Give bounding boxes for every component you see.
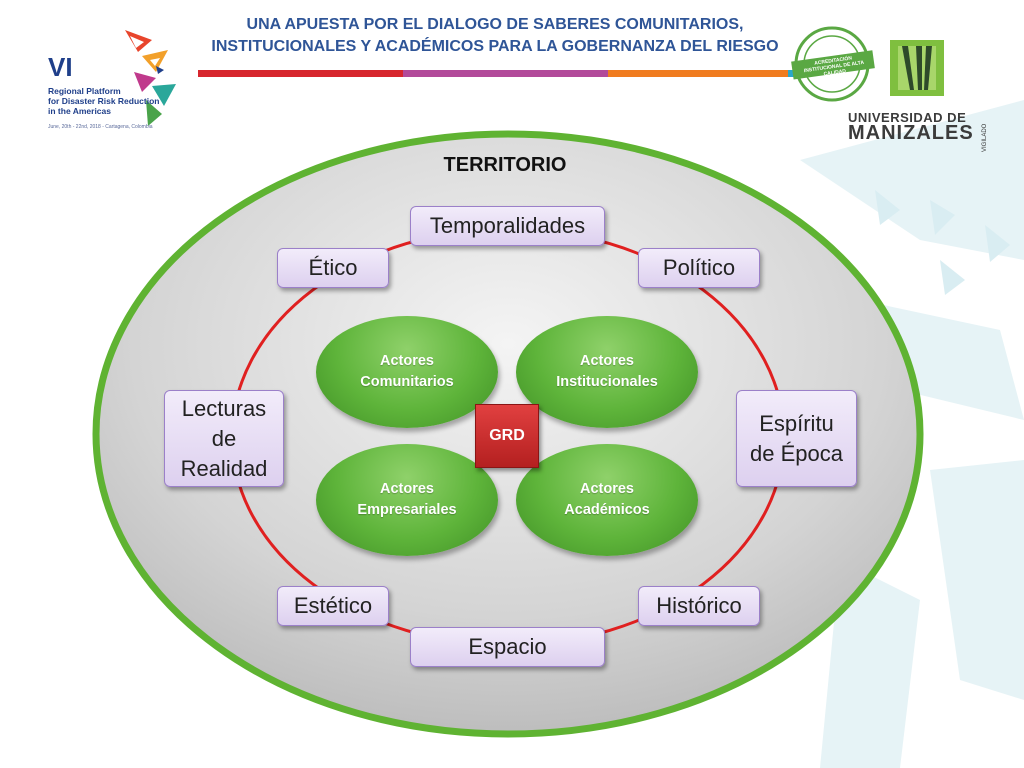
- platform-logo-icon: [125, 30, 176, 126]
- territorio-label: TERRITORIO: [443, 154, 567, 176]
- dimension-espiritu-de-epoca: Espíritu de Época: [736, 390, 857, 487]
- dimension-espiritu-label: Espíritu de Época: [750, 410, 843, 466]
- dimension-historico-label: Histórico: [656, 593, 742, 618]
- actor-empresariales-label: Actores Empresariales: [357, 481, 457, 518]
- actor-comunitarios-label: Actores Comunitarios: [360, 353, 454, 390]
- university-name-line-1: UNIVERSIDAD DE: [848, 110, 967, 125]
- dimension-politico: Político: [638, 248, 760, 288]
- university-emblem-icon: [890, 40, 944, 96]
- color-bar-orange: [608, 70, 788, 77]
- actor-empresariales: Actores Empresariales: [316, 444, 498, 556]
- color-bar-purple: [403, 70, 608, 77]
- platform-name-line-2: for Disaster Risk Reduction: [48, 96, 160, 106]
- platform-name-line-3: in the Americas: [48, 106, 111, 116]
- platform-dates: June, 20th - 22nd, 2018 - Cartagena, Col…: [48, 124, 153, 130]
- universidad-manizales-logo: ACREDITACIÓN INSTITUCIONAL DE ALTA CALID…: [790, 24, 1000, 152]
- actor-institucionales: Actores Institucionales: [516, 316, 698, 428]
- dimension-historico: Histórico: [638, 586, 760, 626]
- actor-comunitarios: Actores Comunitarios: [316, 316, 498, 428]
- dimension-estetico-label: Estético: [293, 593, 373, 618]
- dimension-politico-label: Político: [662, 255, 736, 280]
- dimension-lecturas-label: Lecturas de Realidad: [180, 395, 268, 481]
- grd-center-box: GRD: [475, 404, 539, 468]
- dimension-espacio: Espacio: [410, 627, 605, 667]
- platform-name-line-1: Regional Platform: [48, 86, 121, 96]
- dimension-etico-label: Ético: [308, 255, 358, 280]
- header-title-line-2: INSTITUCIONALES Y ACADÉMICOS PARA LA GOB…: [211, 38, 779, 55]
- regional-platform-logo: VI Regional Platform for Disaster Risk R…: [30, 22, 190, 132]
- actor-institucionales-label: Actores Institucionales: [556, 353, 658, 390]
- accreditation-seal-icon: [791, 26, 875, 102]
- dimension-temporalidades-label: Temporalidades: [429, 213, 586, 238]
- platform-name: Regional Platform for Disaster Risk Redu…: [48, 86, 159, 116]
- actor-academicos-label: Actores Académicos: [564, 481, 650, 518]
- header-title: UNA APUESTA POR EL DIALOGO DE SABERES CO…: [190, 14, 800, 58]
- color-bar-red: [198, 70, 403, 77]
- platform-number: VI: [48, 52, 73, 82]
- actor-academicos: Actores Académicos: [516, 444, 698, 556]
- header-title-line-1: UNA APUESTA POR EL DIALOGO DE SABERES CO…: [246, 16, 744, 33]
- dimension-etico: Ético: [277, 248, 389, 288]
- dimension-lecturas-de-realidad: Lecturas de Realidad: [164, 390, 284, 487]
- dimension-estetico: Estético: [277, 586, 389, 626]
- dimension-temporalidades: Temporalidades: [410, 206, 605, 246]
- university-name-line-2: MANIZALES: [848, 122, 974, 144]
- grd-label: GRD: [489, 427, 525, 444]
- dimension-espacio-label: Espacio: [468, 634, 547, 659]
